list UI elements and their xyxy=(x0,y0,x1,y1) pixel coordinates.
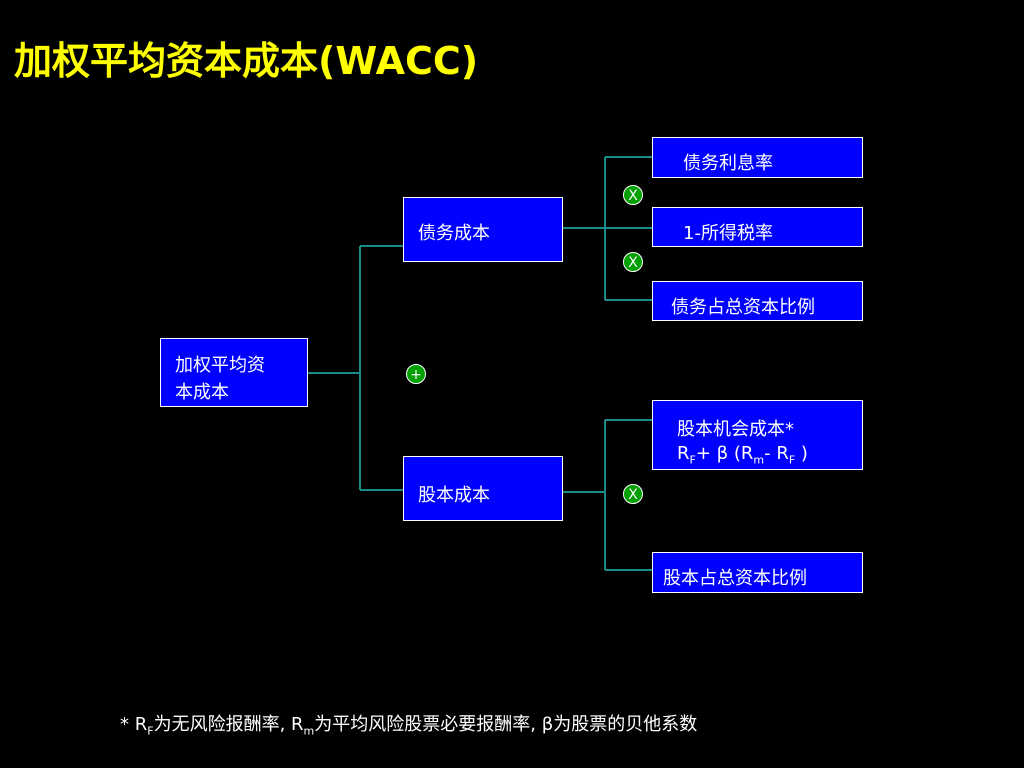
wacc-box: 加权平均资 本成本 xyxy=(160,338,308,407)
multiply-icon: X xyxy=(623,252,643,272)
equity-cost-box: 股本成本 xyxy=(403,456,563,521)
equity-ratio-box: 股本占总资本比例 xyxy=(652,552,863,593)
interest-rate-box: 债务利息率 xyxy=(652,137,863,178)
footnote: * RF为无风险报酬率, Rm为平均风险股票必要报酬率, β为股票的贝他系数 xyxy=(120,714,698,738)
multiply-icon: X xyxy=(623,185,643,205)
multiply-icon: X xyxy=(623,484,643,504)
tax-rate-box: 1-所得税率 xyxy=(652,207,863,247)
capm-formula: RF+ β (Rm- RF ) xyxy=(677,443,808,467)
equity-opportunity-cost-box: 股本机会成本* RF+ β (Rm- RF ) xyxy=(652,400,863,470)
page-title: 加权平均资本成本(WACC) xyxy=(14,39,479,83)
plus-icon: + xyxy=(406,364,426,384)
debt-cost-box: 债务成本 xyxy=(403,197,563,262)
debt-ratio-box: 债务占总资本比例 xyxy=(652,281,863,321)
